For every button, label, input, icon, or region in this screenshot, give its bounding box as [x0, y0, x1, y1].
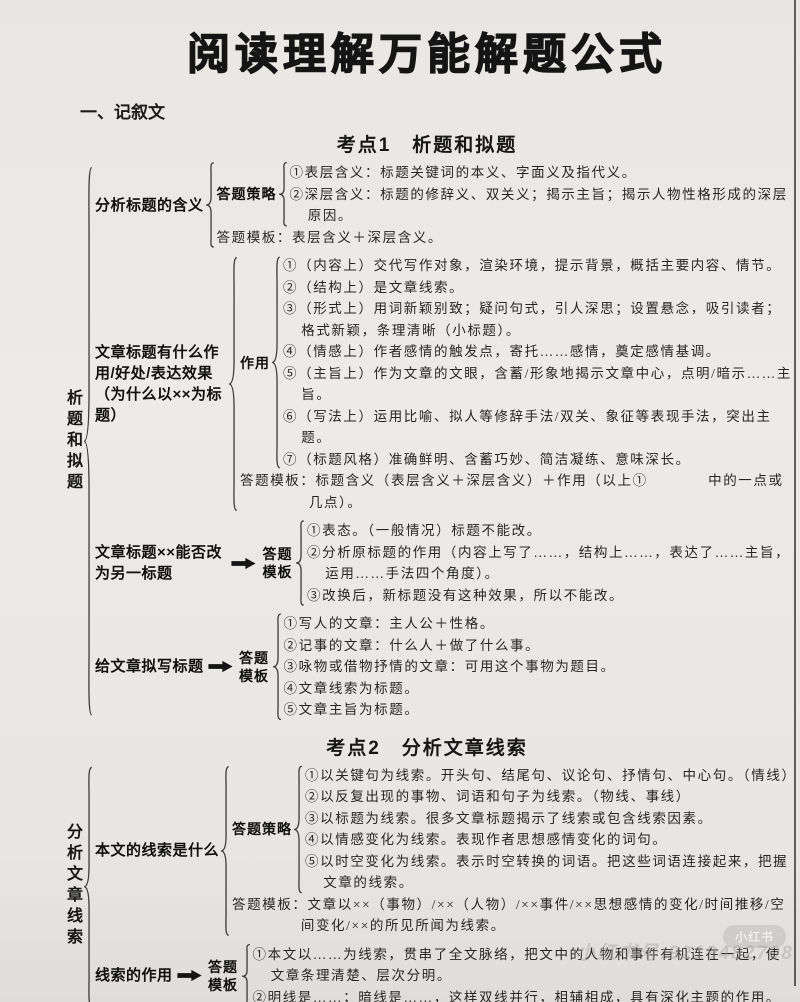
brace-outline — [271, 255, 282, 470]
strategy-label: 答题策略 — [232, 821, 293, 837]
answer-items: ①表态。（一般情况）标题不能改。 ②分析原标题的作用（内容上写了……，结构上……… — [307, 520, 792, 606]
strategy-group: 答题策略 ①以关键句为线索。开头句、结尾句、议论句、抒情句、中心句。（情线） ②… — [232, 765, 797, 894]
right-arrow-icon — [207, 661, 233, 673]
branch-label: 文章标题××能否改为另一标题 — [95, 544, 223, 582]
kaodian2-heading: 考点2 分析文章线索 — [326, 737, 528, 759]
k1-branches: 分析标题的含义 答题策略 ①表层含义：标题关键词的本义、字面义及指代义。 ②深层… — [95, 162, 792, 721]
brace-outline — [293, 765, 304, 894]
right-arrow-icon — [231, 557, 256, 569]
branch-label: 文章标题有什么作用/好处/表达效果（为什么以××为标题） — [95, 344, 223, 424]
list-item: ①（内容上）交代写作对象，渲染环境，提示背景，概括主要内容、情节。 — [283, 258, 782, 273]
photo-edge-line — [794, 0, 796, 986]
answer-template-label: 答题模板 — [239, 649, 270, 684]
list-item: ①表态。（一般情况）标题不能改。 — [307, 523, 542, 538]
template-line: 答题模板：标题含义（表层含义＋深层含义）＋作用（以上① 中的一点或几点）。 — [240, 473, 784, 510]
branch-title-change: 文章标题××能否改为另一标题 答题模板 ①表态。（一般情况）标题不能改。 ②分析… — [95, 520, 792, 606]
list-item: ③（形式上）用词新颖别致；疑问句式，引人深思；设置悬念，吸引读者；格式新颖，条理… — [283, 301, 782, 338]
branch-content: 答题策略 ①以关键句为线索。开头句、结尾句、议论句、抒情句、中心句。（情线） ②… — [232, 765, 797, 937]
brace-outline — [272, 613, 283, 721]
answer-template-label: 答题模板 — [208, 958, 239, 993]
k2-side-label: 分析文章线索 — [64, 823, 81, 950]
list-item: ①表层含义：标题关键词的本义、字面义及指代义。 — [289, 165, 637, 180]
answer-items: ①写人的文章：主人公＋性格。 ②记事的文章：什么人＋做了什么事。 ③咏物或借物抒… — [284, 613, 792, 721]
right-arrow-icon — [176, 970, 202, 982]
branch-label: 给文章拟写标题 — [95, 658, 204, 676]
brace-outline — [83, 765, 94, 1002]
kaodian1-tree: 析题和拟题 分析标题的含义 答题策略 ①表层含义：标题关键词的本义、字面义及指代… — [62, 162, 792, 721]
answer-items: ①本文以……为线索，贯串了全文脉络，把文中的人物和事件有机连在一起，使文章条理清… — [253, 944, 792, 1002]
role-items: ①（内容上）交代写作对象，渲染环境，提示背景，概括主要内容、情节。 ②（结构上）… — [283, 255, 792, 470]
k2-branches: 本文的线索是什么 答题策略 ①以关键句为线索。开头句、结尾句、议论句、抒情句、中… — [95, 765, 797, 1002]
brace-outline — [83, 162, 94, 721]
template-line: 答题模板：表层含义＋深层含义。 — [216, 229, 444, 245]
k1-side-label: 析题和拟题 — [64, 388, 81, 494]
xiaohongshu-watermark-id: 小红书号:9219482798 — [576, 943, 794, 964]
list-item: ⑤文章主旨为标题。 — [283, 702, 420, 717]
brace-outline — [295, 520, 306, 606]
brace-outline — [278, 162, 289, 227]
list-item: ②记事的文章：什么人＋做了什么事。 — [283, 637, 541, 653]
list-item: ②分析原标题的作用（内容上写了……，结构上……，表达了……主旨，运用……手法四个… — [307, 544, 791, 582]
branch-label: 线索的作用 — [95, 967, 173, 985]
brace-outline — [241, 944, 252, 1002]
branch-title-meaning: 分析标题的含义 答题策略 ①表层含义：标题关键词的本义、字面义及指代义。 ②深层… — [95, 162, 792, 248]
list-item: ②（结构上）是文章线索。 — [283, 279, 465, 295]
list-item: ①以关键句为线索。开头句、结尾句、议论句、抒情句、中心句。（情线） — [305, 767, 797, 783]
brace-outline — [205, 162, 216, 248]
brace-outline — [228, 255, 239, 513]
brace-outline — [220, 765, 231, 937]
page-title: 阅读理解万能解题公式 — [186, 30, 667, 79]
branch-what-clue: 本文的线索是什么 答题策略 ①以关键句为线索。开头句、结尾句、议论句、抒情句、中… — [95, 765, 797, 937]
role-group: 作用 ①（内容上）交代写作对象，渲染环境，提示背景，概括主要内容、情节。 ②（结… — [240, 255, 792, 470]
list-item: ②深层含义：标题的修辞义、双关义；揭示主旨；揭示人物性格形成的深层原因。 — [289, 186, 788, 224]
list-item: ①本文以……为线索，贯串了全文脉络，把文中的人物和事件有机连在一起，使文章条理清… — [252, 946, 782, 984]
list-item: ③咏物或借物抒情的文章：可用这个事物为题目。 — [283, 659, 616, 674]
template-line: 答题模板：文章以××（事物）/××（人物）/××事件/××思想感情的变化/时间推… — [232, 896, 786, 934]
list-item: ③以标题为线索。很多文章标题揭示了线索或包含线索因素。 — [305, 810, 713, 826]
strategy-items: ①以关键句为线索。开头句、结尾句、议论句、抒情句、中心句。（情线） ②以反复出现… — [305, 765, 797, 894]
genre-heading: 一、记叙文 — [80, 103, 165, 122]
list-item: ①写人的文章：主人公＋性格。 — [283, 616, 495, 631]
list-item: ⑤（主旨上）作为文章的文眼，含蓄/形象地揭示文章中心，点明/暗示……主旨。 — [283, 365, 793, 403]
branch-label: 本文的线索是什么 — [95, 842, 220, 859]
list-item: ③改换后，新标题没有这种效果，所以不能改。 — [307, 587, 625, 603]
kaodian1-heading: 考点1 析题和拟题 — [336, 135, 518, 156]
xiaohongshu-watermark-badge: 小红书 — [722, 925, 786, 948]
branch-title-function: 文章标题有什么作用/好处/表达效果（为什么以××为标题） 作用 ①（内容上）交代… — [95, 255, 792, 513]
list-item: ②明线是……；暗线是……，这样双线并行，相辅相成，具有深化主题的作用。 — [252, 989, 782, 1002]
list-item: ④文章线索为标题。 — [283, 680, 420, 696]
list-item: ④以情感变化为线索。表现作者思想感情变化的词句。 — [305, 832, 668, 847]
branch-clue-function: 线索的作用 答题模板 ①本文以……为线索，贯串了全文脉络，把文中的人物和事件有机… — [95, 944, 792, 1002]
strategy-label: 答题策略 — [216, 186, 277, 203]
list-item: ⑦（标题风格）准确鲜明、含蓄巧妙、简洁凝练、意味深长。 — [283, 451, 691, 467]
kaodian2-tree: 分析文章线索 本文的线索是什么 答题策略 ①以关键句为线索。开头句、结尾句、议论… — [62, 765, 797, 1002]
list-item: ⑥（写法上）运用比喻、拟人等修辞手法/双关、象征等表现手法，突出主题。 — [283, 408, 772, 446]
list-item: ④（情感上）作者感情的触发点，寄托……感情，奠定感情基调。 — [283, 344, 721, 359]
branch-title-create: 给文章拟写标题 答题模板 ①写人的文章：主人公＋性格。 ②记事的文章：什么人＋做… — [95, 613, 792, 721]
strategy-group: 答题策略 ①表层含义：标题关键词的本义、字面义及指代义。 ②深层含义：标题的修辞… — [217, 162, 792, 227]
branch-content: 答题策略 ①表层含义：标题关键词的本义、字面义及指代义。 ②深层含义：标题的修辞… — [217, 162, 792, 248]
answer-template-label: 答题模板 — [262, 546, 293, 580]
list-item: ⑤以时空变化为线索。表示时空转换的词语。把这些词语连接起来，把握文章的线索。 — [305, 853, 789, 891]
strategy-items: ①表层含义：标题关键词的本义、字面义及指代义。 ②深层含义：标题的修辞义、双关义… — [290, 162, 792, 227]
list-item: ②以反复出现的事物、词语和句子为线索。（物线、事线） — [305, 789, 691, 804]
branch-label: 分析标题的含义 — [95, 196, 204, 214]
branch-content: 作用 ①（内容上）交代写作对象，渲染环境，提示背景，概括主要内容、情节。 ②（结… — [240, 255, 792, 513]
role-label: 作用 — [240, 354, 270, 371]
